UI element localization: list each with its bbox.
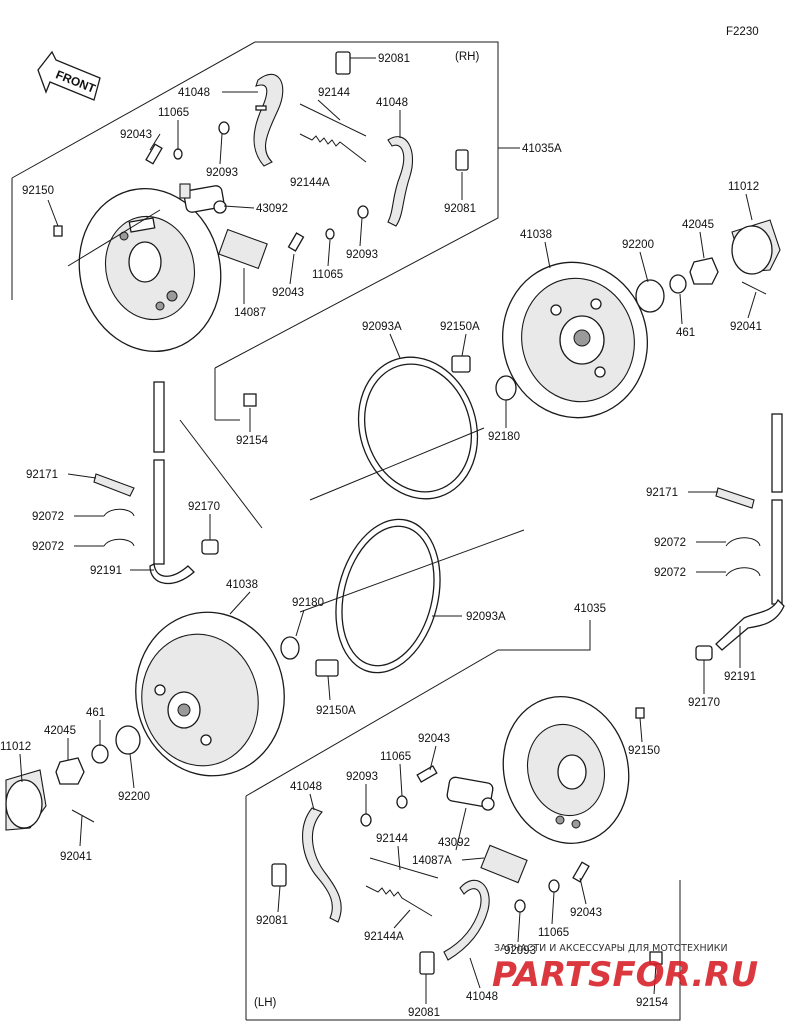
lh-brake-shoe-left [302,807,342,923]
part-label: 92200 [118,791,150,803]
lh-brake-shoe-bottom [443,879,490,961]
part-label: 92170 [188,501,220,513]
part-label: 92150 [628,745,660,757]
part-label: 92072 [32,541,64,553]
watermark-caption: ЗАПЧАСТИ И АКСЕССУАРЫ ДЛЯ МОТОТЕХНИКИ [494,943,728,954]
part-label: 92072 [654,567,686,579]
figure-code: F2230 [726,26,759,38]
part-label: 92144 [376,833,409,845]
lh-side-label: (LH) [254,997,277,1009]
rh-springs [299,103,367,163]
part-label: 92072 [32,511,64,523]
part-label: 92043 [272,287,304,299]
front-arrow-icon: FRONT [37,50,101,101]
rh-brake-shoe-right [387,136,414,227]
watermark: ЗАПЧАСТИ И АКСЕССУАРЫ ДЛЯ МОТОТЕХНИКИ PA… [492,943,758,995]
lh-seal-ring [299,518,525,674]
watermark-logo: PARTSFOR.RU [492,955,758,995]
rh-cable-assembly [93,381,263,585]
part-label: 11065 [380,751,411,763]
part-label: 92043 [120,129,152,141]
lh-wheel-cylinder [446,776,495,811]
part-label: 42045 [682,219,714,231]
part-label: 92144A [364,931,404,943]
lh-hub-parts [5,725,141,831]
part-label: 92093 [346,249,378,261]
part-label: 92093A [466,611,506,623]
leader-lines [19,57,757,1004]
part-label: 92093 [504,945,536,957]
rh-assembly-frame: (RH) [11,41,520,421]
part-label: 14087 [234,307,266,319]
part-label: 92093A [362,321,402,333]
part-label: 43092 [256,203,288,215]
rh-side-label: (RH) [455,51,479,63]
part-label: 92171 [646,487,678,499]
part-label: 41048 [376,97,408,109]
part-label: 41035A [522,143,562,155]
part-label: 92144A [290,177,330,189]
part-label: 92154 [236,435,269,447]
part-label: 92191 [724,671,756,683]
part-labels: 92081 41048 92144 41048 11065 92043 9209… [0,53,762,1019]
part-label: 14087A [412,855,452,867]
part-label: 11012 [728,181,759,193]
part-label: 41048 [178,87,210,99]
part-label: 92043 [418,733,450,745]
part-label: 92150 [22,185,54,197]
part-label: 92180 [292,597,324,609]
part-label: 92170 [688,697,720,709]
part-label: 92093 [346,771,378,783]
part-label: 92081 [444,203,476,215]
part-label: 92150A [316,705,356,717]
part-label: 11065 [158,107,189,119]
lh-assembly-frame: (LH) [245,620,681,1021]
lh-cable-assembly [695,413,785,661]
lh-backing-plate [502,695,645,845]
part-label: 41038 [520,229,552,241]
part-label: 92072 [654,537,686,549]
part-label: 92041 [60,851,92,863]
part-label: 92150A [440,321,480,333]
part-label: 11065 [312,269,343,281]
part-label: 92180 [488,431,520,443]
part-label: 41048 [290,781,322,793]
part-label: 92154 [636,997,669,1009]
part-label: 92081 [378,53,410,65]
part-label: 461 [86,707,105,719]
part-label: 92081 [408,1007,440,1019]
rh-hardware [53,51,469,407]
part-label: 43092 [438,837,470,849]
part-label: 92043 [570,907,602,919]
lh-brake-drum [135,611,339,777]
rh-brake-drum [501,261,649,419]
part-label: 92200 [622,239,654,251]
part-label: 42045 [44,725,76,737]
lh-springs [365,857,439,917]
part-label: 92191 [90,565,122,577]
part-label: 41035 [574,603,606,615]
part-label: 92081 [256,915,288,927]
part-label: 92144 [318,87,351,99]
part-label: 92171 [26,469,58,481]
part-label: 92041 [730,321,762,333]
rh-hub-parts [451,219,781,401]
part-label: 461 [676,327,695,339]
rh-seal-ring [309,356,485,501]
lh-hardware [271,765,663,975]
rh-wheel-cylinder [179,183,227,214]
part-label: 41048 [466,991,498,1003]
rh-backing-plate [67,188,222,352]
part-label: 11065 [538,927,569,939]
part-label: 11012 [0,741,31,753]
part-label: 41038 [226,579,258,591]
part-label: 92093 [206,167,238,179]
rh-brake-shoe-left [253,73,284,167]
